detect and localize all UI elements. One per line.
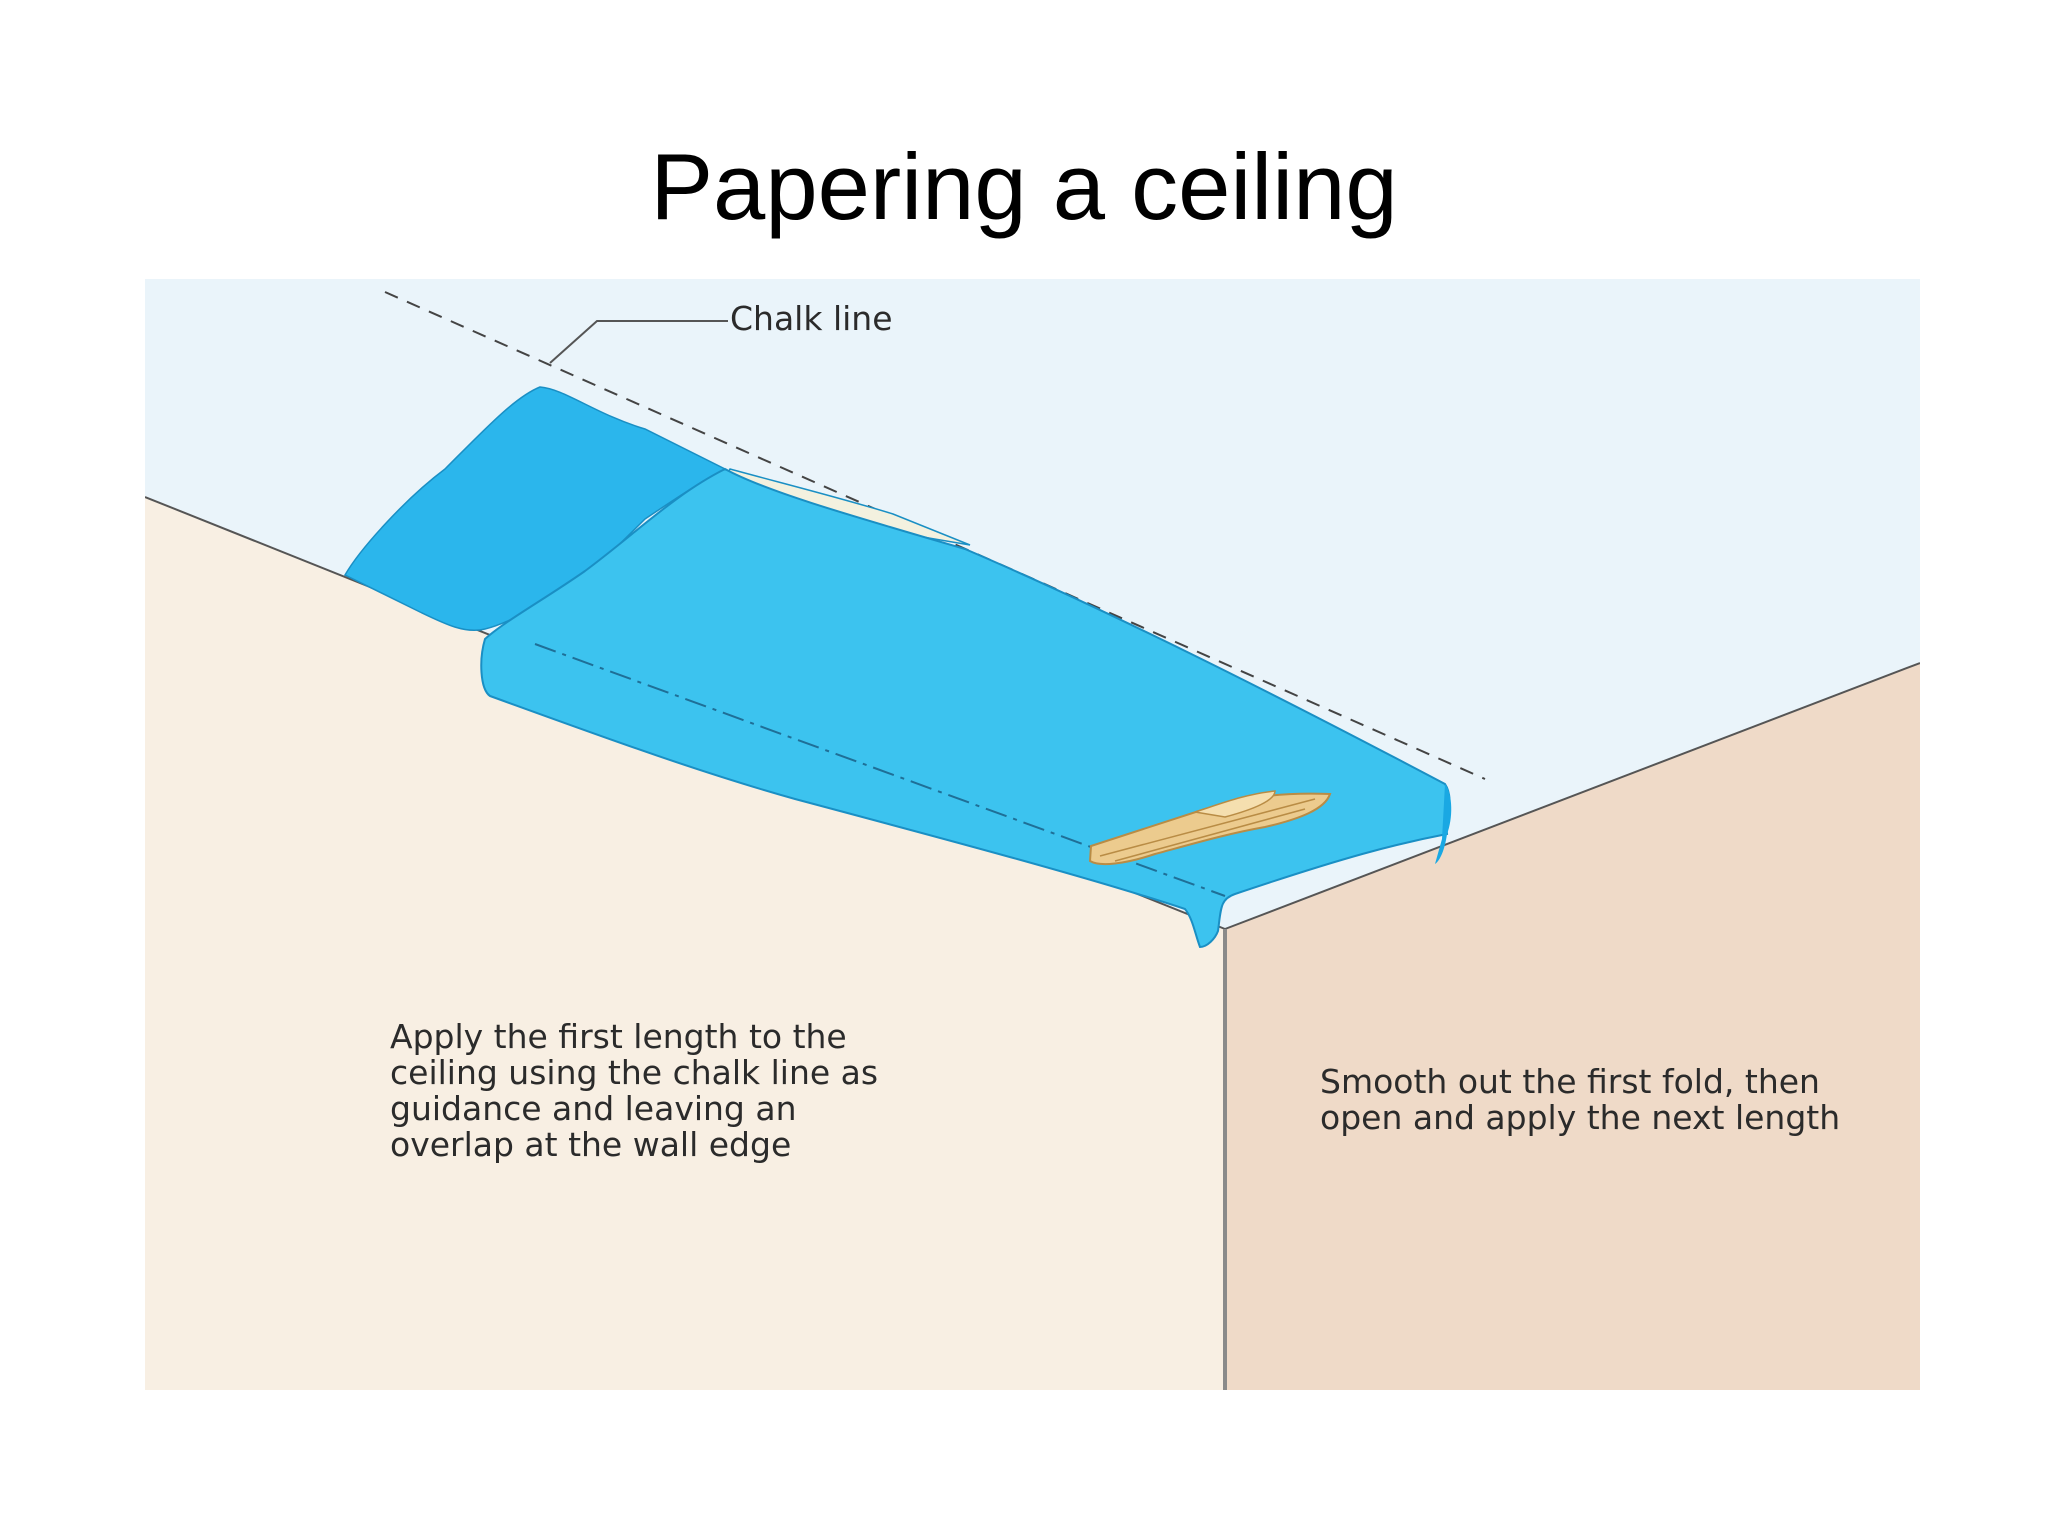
brush-handle (1194, 790, 1276, 818)
chalk-line-leader (549, 320, 728, 364)
right-ceiling-edge (1224, 662, 1920, 930)
left-wall-caption: Apply the first length to the ceiling us… (390, 1017, 879, 1164)
diagram-illustration (145, 279, 1920, 1390)
smoothing-brush (1088, 790, 1332, 866)
left-wall (145, 497, 1225, 1390)
brush-detail-1 (1099, 798, 1316, 857)
brush-detail-2 (1114, 808, 1306, 862)
chalk-line-label: Chalk line (730, 299, 893, 338)
ceiling-diagram: Chalk line Apply the first length to the… (145, 279, 1920, 1390)
right-wall-caption: Smooth out the first fold, then open and… (1320, 1062, 1841, 1137)
wallpaper-wall-overlap (1435, 784, 1452, 864)
slide-title: Papering a ceiling (650, 134, 1398, 239)
right-wall (1225, 663, 1920, 1390)
